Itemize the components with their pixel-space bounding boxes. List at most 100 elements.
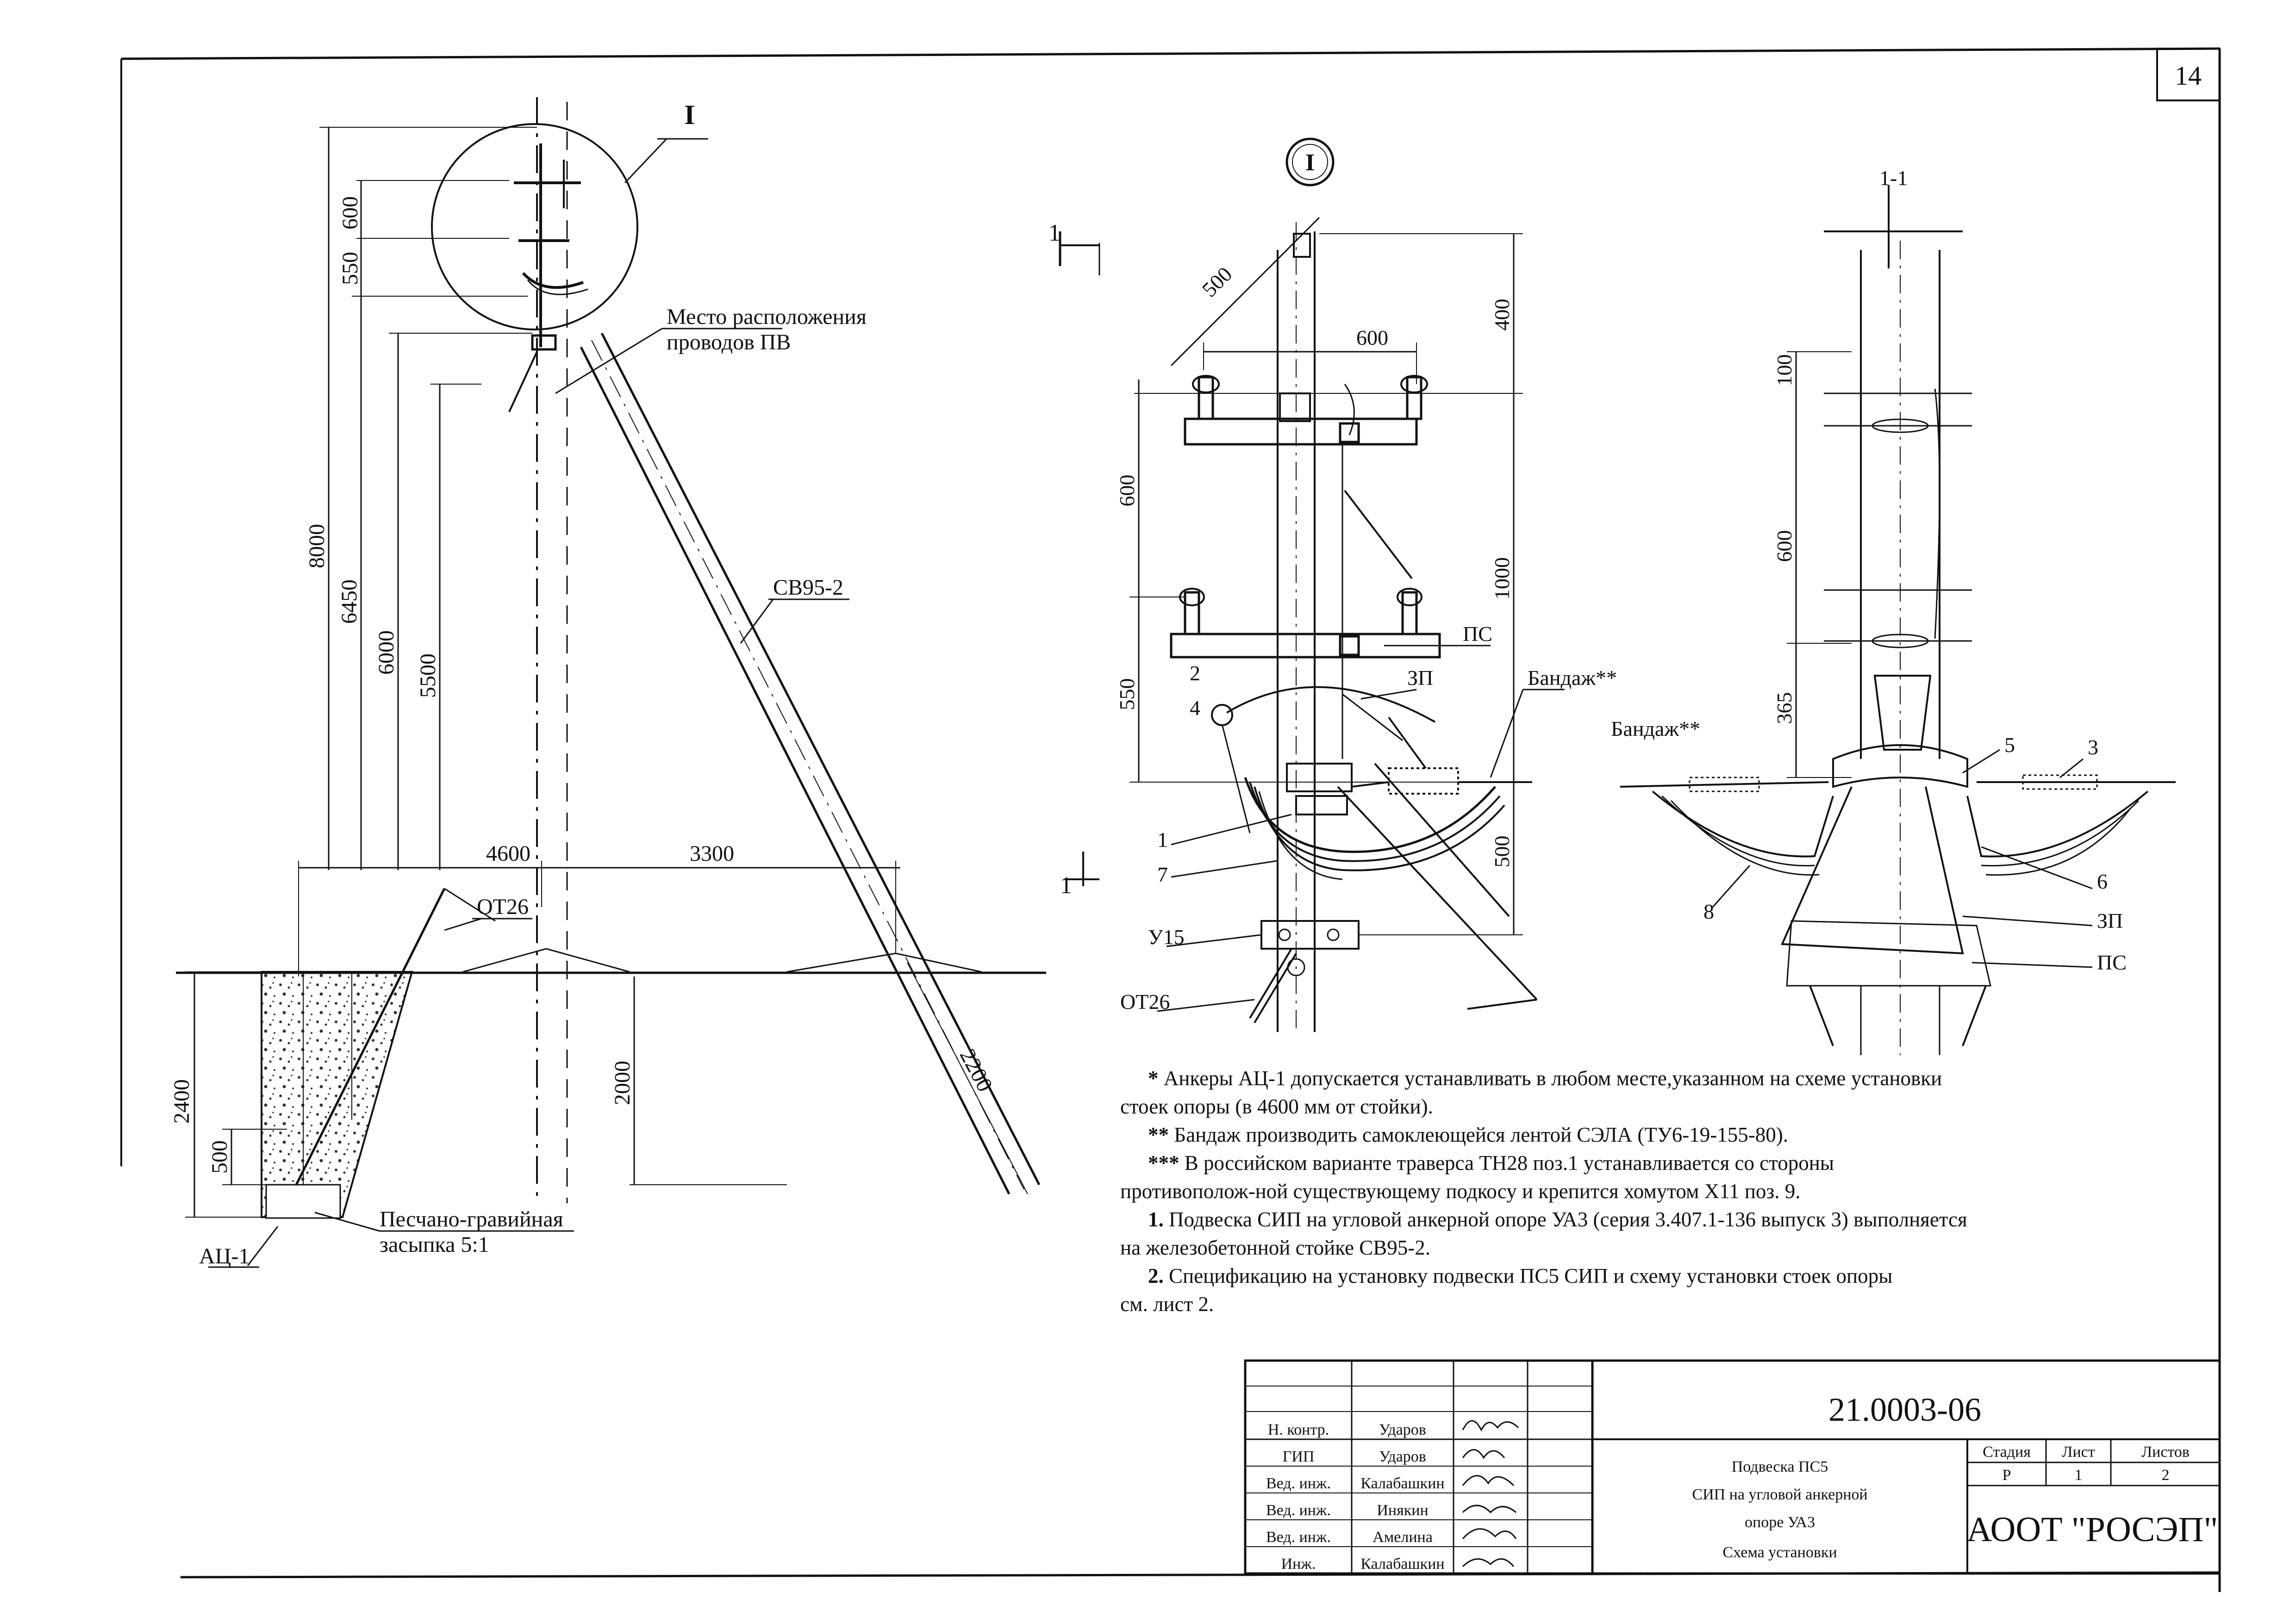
anchor-label: АЦ-1 [199,1244,250,1269]
note-1b: стоек опоры (в 4600 мм от стойки). [1120,1095,1433,1118]
title-block-text: 21.0003-06 Н. контр. Ударов ГИП Ударов В… [1266,1391,2218,1573]
dim-8000: 8000 [305,524,329,568]
note-4: Подвеска СИП на угловой анкерной опоре У… [1169,1208,1967,1231]
label-pos-1: 1 [1157,828,1168,852]
label-bandage: Бандаж** [1528,666,1617,690]
staff-name-row-5: Калабашкин [1360,1555,1444,1573]
title-block [1244,1359,2221,1575]
sheet-number: 14 [2175,61,2202,91]
anchor-rod [295,888,446,1186]
label-pos-5: 5 [2004,733,2015,757]
dim-550: 550 [1115,678,1139,710]
dim-2200: 2200 [955,1045,998,1096]
notes-block: * Анкеры АЦ-1 допускается устанавливать … [1120,1064,2139,1318]
label-pos-4: 4 [1190,696,1200,720]
staff-role-1: ГИП [1283,1448,1315,1465]
backfill-line2: засыпка 5:1 [380,1232,489,1257]
label-pos-6: 6 [2097,870,2108,893]
note-3b: противополож-ной существующему подкосу и… [1120,1180,1801,1203]
dim-6000: 6000 [374,630,399,675]
dim-5500: 5500 [416,653,440,698]
wires-callout-line2: проводов ПВ [667,330,791,354]
label-ot26: ОТ26 [1120,990,1170,1014]
staff-name-2: Калабашкин [1360,1475,1444,1492]
wires-callout-line1: Место расположения [667,305,867,329]
label-pos-3: 3 [2088,735,2098,759]
dim-1000: 1000 [1490,557,1514,600]
note-3: В российском варианте траверса ТН28 поз.… [1184,1151,1834,1175]
dim-6450: 6450 [337,579,362,624]
dim-3300: 3300 [690,841,734,866]
section-mark-top: 1 [1048,220,1061,246]
dim-500-slant: 500 [1198,262,1237,302]
label-zp: ЗП [2097,909,2123,933]
label-bandage: Бандаж** [1611,717,1700,740]
detail-marker-label: I [684,99,695,130]
left-view [176,97,1046,1268]
dim-600: 600 [1772,530,1796,562]
staff-name-0: Ударов [1379,1421,1426,1438]
label-pos-7: 7 [1157,863,1168,886]
backfill-line1: Песчано-гравийная [380,1207,563,1231]
note-2: Бандаж производить самоклеющейся лентой … [1174,1123,1788,1146]
suspension-assembly [1211,686,1532,880]
label-ps: ПС [2097,951,2127,974]
lower-crossarm [1170,588,1441,659]
note-1-mark: * [1148,1067,1164,1090]
dim-100: 100 [1772,354,1796,386]
upper-crossarm [1184,375,1428,446]
dim-600-vertical: 600 [1115,475,1139,507]
detail-circle [431,123,638,330]
note-3-mark: *** [1148,1151,1185,1175]
dim-2400: 2400 [169,1079,194,1124]
note-5-mark: 2. [1148,1264,1169,1287]
sheets-value: 2 [2162,1467,2170,1484]
sheet-number-box: 14 [2156,48,2221,101]
dim-2000: 2000 [610,1061,635,1105]
cable-bundles [1620,774,2176,876]
note-4b: на железобетонной стойке СВ95-2. [1120,1236,1430,1259]
staff-role-row-4: Вед. инж. [1266,1529,1331,1546]
label-zp: ЗП [1407,666,1433,690]
dim-400: 400 [1490,299,1514,331]
note-4-mark: 1. [1148,1208,1169,1231]
staff-role-2: Вед. инж. [1266,1475,1331,1492]
note-5b: см. лист 2. [1120,1293,1214,1316]
sheets-header: Листов [2141,1443,2190,1461]
section-mark-bottom: 1 [1060,872,1072,899]
doc-code: 21.0003-06 [1828,1391,1981,1428]
title-line-4: Схема установки [1722,1544,1837,1561]
section-view [1620,185,2176,1055]
dim-600: 600 [338,196,362,230]
staff-name-1: Ударов [1379,1448,1426,1465]
title-line-1: Подвеска ПС5 [1732,1458,1828,1475]
staff-role-0: Н. контр. [1268,1421,1329,1438]
dim-4600: 4600 [486,841,530,866]
left-view-labels: I 600 550 8000 6450 6000 5500 4600 3300 … [169,99,998,1269]
detail-marker-circle [1285,137,1335,187]
label-u15: У15 [1148,925,1185,949]
staff-name-3: Инякин [1377,1502,1428,1519]
label-pos-8: 8 [1703,900,1714,923]
detail-view-labels: I 1 1 500 400 600 600 1000 550 500 ПС ЗП… [1048,149,1617,1014]
detail-view [1059,137,1565,1032]
dim-365: 365 [1772,692,1796,724]
section-view-labels: 1-1 100 600 365 Бандаж** 5 3 6 ЗП ПС 8 [1611,166,2127,974]
section-title: 1-1 [1879,166,1908,190]
staff-name-row-4: Амелина [1373,1529,1433,1546]
anchor-pit [261,971,413,1219]
organization: АООТ "РОСЭП" [1966,1510,2218,1549]
dim-500-vertical: 500 [1490,836,1514,868]
dim-550: 550 [338,252,362,285]
dim-600-horizontal: 600 [1356,326,1388,349]
sheet-value: 1 [2075,1467,2083,1484]
note-2-mark: ** [1148,1123,1174,1146]
staff-role-row-5: Инж. [1281,1555,1316,1573]
note-5: Спецификацию на установку подвески ПС5 С… [1169,1264,1893,1287]
title-line-2: СИП на угловой анкерной [1692,1486,1867,1503]
stage-value: Р [2003,1467,2011,1484]
dim-500: 500 [207,1140,232,1174]
staff-role-3: Вед. инж. [1266,1502,1331,1519]
title-line-3: опоре УА3 [1745,1514,1815,1531]
